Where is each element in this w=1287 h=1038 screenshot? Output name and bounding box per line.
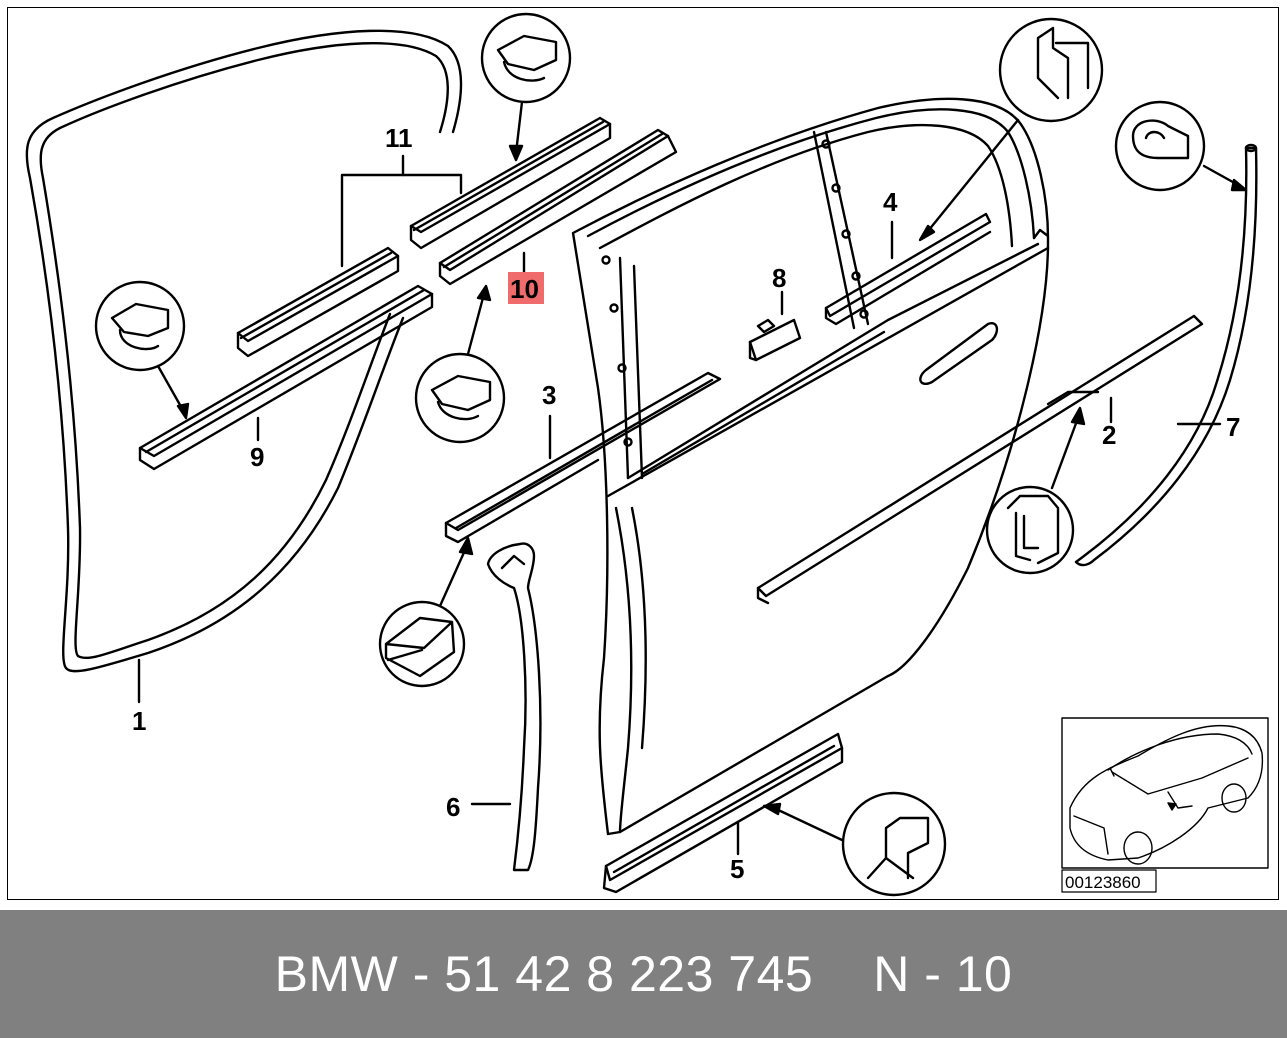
part-number-footer: BMW - 51 42 8 223 745 N - 10 [0, 910, 1287, 1038]
callout-2: 2 [1102, 420, 1116, 450]
part-number-label: BMW - 51 42 8 223 745 [274, 946, 814, 1002]
callout-10-highlight [508, 272, 544, 304]
part-8-clip [748, 290, 802, 362]
callout-9: 9 [250, 442, 264, 472]
callout-7: 7 [1226, 412, 1240, 442]
position-label: N - 10 [873, 946, 1013, 1002]
door-panel [571, 97, 1050, 836]
parts-diagram: 1 2 3 4 5 6 7 8 9 10 11 [7, 7, 1279, 900]
detail-circle-9 [94, 280, 190, 420]
part-3-rail [444, 371, 722, 544]
detail-circle-4 [918, 17, 1104, 242]
part-2-strip [756, 314, 1204, 605]
callout-11: 11 [385, 123, 413, 153]
exploded-view-drawing: 1 2 3 4 5 6 7 8 9 10 11 [25, 12, 1269, 897]
part-4-rail [824, 212, 992, 326]
car-locator-inset [1061, 717, 1269, 869]
callout-5: 5 [730, 854, 744, 884]
detail-circle-3 [378, 536, 474, 688]
part-5-rail [602, 732, 844, 894]
part-9-rail [138, 284, 434, 471]
callout-3: 3 [542, 380, 556, 410]
callout-8: 8 [772, 263, 786, 293]
callout-4: 4 [883, 187, 898, 217]
part-11-rails [236, 116, 678, 358]
detail-circle-7 [1114, 100, 1248, 192]
callout-6: 6 [446, 792, 460, 822]
callout-10: 10 [510, 274, 539, 304]
detail-circle-2 [985, 406, 1086, 575]
part-7-strip [1074, 143, 1258, 567]
image-id: 00123860 [1065, 873, 1141, 892]
part-1-door-seal [25, 29, 463, 704]
detail-circle-5 [762, 791, 947, 897]
image-id-box [1061, 869, 1157, 893]
part-6-seal [470, 542, 542, 872]
callout-1: 1 [132, 706, 146, 736]
detail-circle-10 [414, 284, 506, 444]
detail-circle-11 [480, 12, 572, 162]
